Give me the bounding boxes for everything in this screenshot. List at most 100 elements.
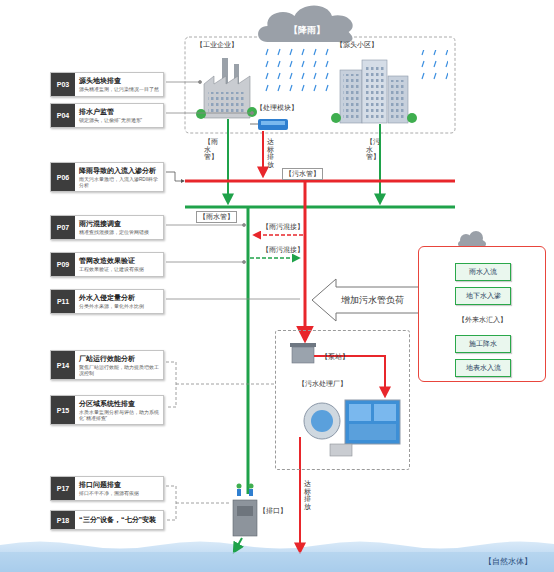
pipes <box>227 119 229 203</box>
callout-box: P11外水入侵定量分析分类外水来源，量化外水比例 <box>50 289 164 314</box>
cloud-shape <box>255 2 359 44</box>
treatment-plant <box>299 437 301 470</box>
callout-title: 雨污混接调查 <box>75 216 163 229</box>
residential <box>340 70 362 123</box>
treatment-plant <box>374 404 396 421</box>
treatment-plant-region: 【泵站】【污水处理厂】 <box>275 330 410 470</box>
node-label: 【处理模块】 <box>256 103 314 113</box>
factory <box>208 92 246 112</box>
outlet-node: 【排口】 <box>230 494 296 538</box>
callout-title: 源头地块排查 <box>75 73 163 86</box>
callout-note: 源头精准监测，让污染情况一目了然 <box>75 86 163 96</box>
treatment-tank <box>250 119 288 130</box>
source-box: 地下水入渗 <box>455 287 511 305</box>
leader-lines <box>251 112 254 115</box>
callout-title: 降雨导致的入流入渗分析 <box>75 163 163 176</box>
callout-box: P06降雨导致的入流入渗分析雨天污水量激增，入流入渗RDII科学分析 <box>50 162 164 192</box>
residential <box>331 113 341 123</box>
cross-connection-label: 【雨污混接】 <box>262 245 304 255</box>
factory <box>204 76 250 118</box>
callout-number: P18 <box>51 511 75 529</box>
pipes <box>250 257 299 259</box>
source-region <box>185 37 455 133</box>
leader-lines <box>166 362 274 407</box>
callout-note: 雨天污水量激增，入流入渗RDII科学分析 <box>75 176 163 191</box>
callout-box: P17排口问题排查排口不干不净，溯源有依据 <box>50 476 164 501</box>
callout-number: P09 <box>51 253 75 276</box>
callout-number: P11 <box>51 290 75 313</box>
discharge-label: 达标排放 <box>267 138 274 169</box>
callout-number: P17 <box>51 477 75 500</box>
outlet <box>237 489 241 496</box>
rain-cloud: 【降雨】 <box>255 2 359 44</box>
callout-box: P18“三分”设备，“七分”安装 <box>50 510 164 530</box>
pump-station <box>290 343 316 347</box>
residential <box>343 74 360 120</box>
node-label: 地下水入渗 <box>461 291 505 301</box>
treatment-plant <box>311 410 333 432</box>
edge-label: 达标排放 <box>304 480 311 511</box>
callout-title: 分区域系统性排查 <box>75 396 163 409</box>
treatment-plant <box>314 356 385 396</box>
water-surface <box>0 542 554 572</box>
callout-number: P06 <box>51 163 75 191</box>
residential <box>331 60 417 123</box>
callout-note: 聚焦厂站运行效能，助力提质增效工况控制 <box>75 364 163 379</box>
leader-lines <box>199 81 202 84</box>
leader-lines <box>166 486 229 520</box>
node-label: 【外来水汇入】 <box>419 315 545 325</box>
callout-box: P03源头地块排查源头精准监测，让污染情况一目了然 <box>50 72 164 97</box>
pipes <box>185 119 455 494</box>
callout-title: 厂站运行效能分析 <box>75 351 163 364</box>
residential <box>391 80 406 120</box>
source-region <box>185 37 455 133</box>
factory <box>196 109 206 119</box>
callout-number: P15 <box>51 396 75 424</box>
load-arrow <box>312 279 420 321</box>
load-arrow-label: 增加污水管负荷 <box>341 295 404 307</box>
pipe-label: 【污水管】 <box>366 138 373 161</box>
factory-node: 【工业企业】 <box>196 40 260 118</box>
callout-number: P07 <box>51 216 75 239</box>
external-water-box: 雨水入流地下水入渗施工降水地表水入流 【外来水汇入】 <box>418 246 546 382</box>
outfall-arrow <box>234 538 242 552</box>
callout-note: 排口不干不净，溯源有依据 <box>75 490 163 500</box>
water-surface <box>0 542 554 572</box>
module-node: 【处理模块】 <box>256 103 314 131</box>
residential <box>365 64 385 120</box>
pump-station <box>290 343 316 363</box>
source-box: 雨水入流 <box>455 263 511 281</box>
callout-box: P07雨污混接调查精准查找混接源，定位管网错接 <box>50 215 164 240</box>
node-label: 【工业企业】 <box>196 40 260 50</box>
callout-title: 排口问题排查 <box>75 477 163 490</box>
node-label: 【排口】 <box>259 506 296 516</box>
treatment-plant <box>349 424 396 440</box>
residential <box>407 113 417 123</box>
source-box: 施工降水 <box>455 335 511 353</box>
treatment-plant <box>349 404 371 421</box>
callout-note: 分类外水来源，量化外水比例 <box>75 303 163 313</box>
leader-lines <box>166 225 244 226</box>
node-label: 【降雨】 <box>255 24 359 37</box>
pipe-label: 【雨水管】 <box>204 138 211 161</box>
outlet <box>237 506 253 516</box>
cross-connection-label: 【雨污混接】 <box>262 222 304 232</box>
residential-node: 【源头小区】 <box>336 40 420 124</box>
rain <box>420 50 448 80</box>
leader-lines <box>166 262 244 263</box>
pump-station <box>292 347 314 363</box>
leader-lines <box>243 261 246 264</box>
treatment-plant <box>330 444 352 456</box>
callout-note: 工程效果验证，让建设有依据 <box>75 266 163 276</box>
pipes <box>185 206 455 209</box>
node-label: 地表水入流 <box>461 363 505 373</box>
residential <box>388 76 408 123</box>
pipes <box>379 124 381 203</box>
callout-title: 排水户监管 <box>75 104 163 117</box>
callout-title: 外水入侵定量分析 <box>75 290 163 303</box>
node-label: 【污水处理厂】 <box>298 379 347 389</box>
callout-box: P04排水户监管锁定源头，让偷排“无所遁形” <box>50 103 164 128</box>
discharge-arrow <box>299 470 301 552</box>
